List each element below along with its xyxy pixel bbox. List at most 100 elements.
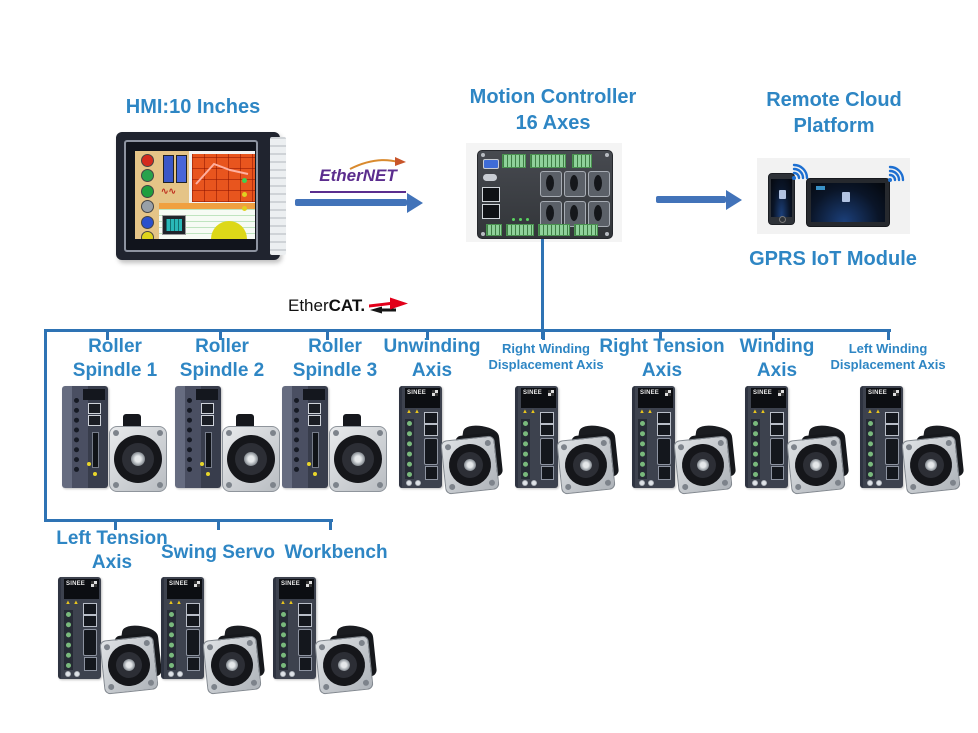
drive-led <box>313 472 317 476</box>
bolt-hole <box>377 430 383 436</box>
motor-connector-cap <box>343 414 361 428</box>
motor-shaft <box>579 458 593 472</box>
axis-connector <box>540 171 562 197</box>
drive-encoder-connector <box>770 438 784 465</box>
bolt-hole <box>246 639 254 647</box>
bolt-hole <box>226 482 232 488</box>
bus-tick <box>659 331 662 340</box>
bolt-hole <box>206 643 214 651</box>
motor-shaft <box>225 658 239 672</box>
motor-rotor-inner <box>217 650 247 680</box>
motor-rotor-inner <box>801 450 831 480</box>
motor-rotor <box>114 435 162 483</box>
bolt-hole <box>143 639 151 647</box>
hmi-bezel: ∿∿ <box>124 140 258 252</box>
motor-shaft <box>696 458 710 472</box>
axis-label-line: Axis <box>641 360 683 381</box>
servo-motor <box>901 423 965 495</box>
drive-ethernet-port <box>885 412 899 424</box>
drive-ethernet-port <box>186 603 200 615</box>
drive-led <box>206 472 210 476</box>
drive-brand-label: SINEE <box>753 390 773 396</box>
smartphone-screen <box>771 179 792 217</box>
motor-rotor-inner <box>688 450 718 480</box>
screw <box>605 153 609 157</box>
drive-encoder-connector <box>885 438 899 465</box>
drive-connector-slot <box>312 432 319 468</box>
terminal-screw <box>406 480 412 486</box>
terminal-screw <box>289 671 295 677</box>
terminal-block <box>502 154 526 168</box>
servo-motor <box>786 423 850 495</box>
axis-label-line: Axis <box>411 360 453 381</box>
cloud-title: Remote Cloud Platform <box>734 87 934 139</box>
qr-code-icon <box>665 390 671 396</box>
hmi-led-yellow <box>242 192 247 197</box>
servo-motor <box>109 414 167 492</box>
warning-icons: ▲▲ <box>522 409 538 415</box>
drive-ethernet-port <box>424 412 438 424</box>
drive-ethernet-port <box>83 603 97 615</box>
screw <box>605 232 609 236</box>
motor-rotor-inner <box>342 443 374 475</box>
terminal-block <box>574 224 598 236</box>
drive-display: SINEE <box>405 388 440 408</box>
drive-label-plate <box>303 389 325 400</box>
terminal-screw <box>415 480 421 486</box>
motor-rotor <box>320 641 368 689</box>
servo-motor <box>673 423 737 495</box>
drive-brand-label: SINEE <box>66 581 86 587</box>
qr-code-icon <box>548 390 554 396</box>
servo-drive: SINEE ▲▲ <box>161 577 204 679</box>
drive-io-connector <box>771 466 784 480</box>
bolt-hole <box>834 479 842 487</box>
brand-logo <box>816 186 825 190</box>
motor-flange <box>314 635 374 695</box>
servo-motor <box>556 423 620 495</box>
controller-to-cloud-arrow <box>656 190 742 210</box>
bolt-hole <box>362 679 370 687</box>
servo-drive: SINEE ▲▲ <box>273 577 316 679</box>
bolt-hole <box>103 643 111 651</box>
terminal-screw <box>876 480 882 486</box>
terminal-block <box>486 224 502 236</box>
drive-encoder-connector <box>424 438 438 465</box>
bolt-hole <box>157 482 163 488</box>
motor-rotor <box>334 435 382 483</box>
drive-ethernet-port <box>540 424 554 436</box>
terminal-block <box>506 224 534 236</box>
ethernet-swoosh-icon <box>349 157 406 170</box>
drive-display: SINEE <box>866 388 901 408</box>
bolt-hole <box>113 482 119 488</box>
bolt-hole <box>488 479 496 487</box>
hmi-screen: ∿∿ <box>135 151 255 239</box>
bolt-hole <box>322 683 330 691</box>
bolt-hole <box>333 430 339 436</box>
ethercat-bus-line-row2 <box>44 519 333 522</box>
drive-ethernet-port <box>308 415 321 426</box>
drive-display: SINEE <box>751 388 786 408</box>
ethercat-prefix: Ether <box>288 296 329 315</box>
hmi-tank-graphic <box>163 155 174 183</box>
motor-rotor-inner <box>916 450 946 480</box>
drive-ethernet-port <box>201 415 214 426</box>
terminal-block <box>530 154 566 168</box>
drive-io-connector <box>541 466 554 480</box>
drive-led <box>307 462 311 466</box>
warning-icons: ▲▲ <box>752 409 768 415</box>
ethernet-label: EtherNET <box>310 166 406 193</box>
ethercat-port <box>482 204 500 219</box>
status-led <box>519 218 522 221</box>
terminal-screw <box>177 671 183 677</box>
motor-rotor <box>907 441 955 489</box>
warning-icons: ▲▲ <box>867 409 883 415</box>
motor-flange <box>202 635 262 695</box>
home-button <box>779 216 786 223</box>
warning-icons: ▲▲ <box>65 600 81 606</box>
bus-tick <box>106 331 109 340</box>
motor-rotor-inner <box>455 450 485 480</box>
hmi-table-area <box>159 203 255 239</box>
drive-terminal-pins <box>753 421 758 477</box>
